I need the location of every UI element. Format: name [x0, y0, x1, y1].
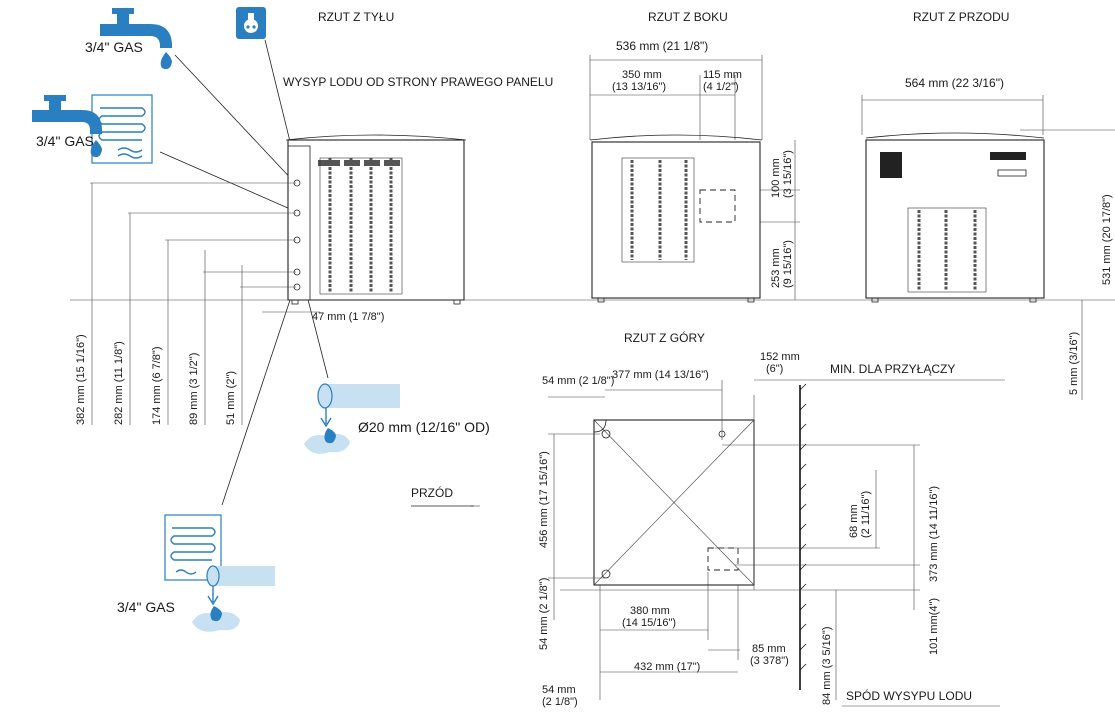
- water-inlet-label: 3/4" GAS: [85, 39, 143, 55]
- dim-top-68: 68 mm: [848, 504, 860, 538]
- dim-side-100: 100 mm: [770, 158, 782, 198]
- dim-side-536: 536 mm (21 1/8"): [616, 39, 708, 53]
- dim-side-100-in: (3 15/16"): [782, 150, 794, 198]
- dim-side-115: 115 mm: [703, 69, 742, 81]
- dim-side-115-in: (4 1/2"): [703, 81, 739, 93]
- min-conn-note: MIN. DLA PRZYŁĄCZY: [830, 362, 955, 376]
- side-view-dims: [589, 55, 800, 300]
- dim-top-377: 377 mm (14 13/16"): [612, 369, 709, 381]
- leader-lines: [159, 39, 329, 506]
- dim-side-350-in: (13 13/16"): [612, 81, 666, 93]
- dim-top-85-in: (3 378"): [750, 655, 789, 667]
- back-view: [285, 134, 467, 305]
- dim-side-253: 253 mm: [770, 248, 782, 288]
- dim-top-54-left: 54 mm (2 1/8"): [538, 578, 550, 650]
- front-direction-label: PRZÓD: [411, 485, 453, 500]
- dim-back-174: 174 mm (6 7/8"): [151, 347, 163, 426]
- top-view: [593, 383, 807, 690]
- dim-top-380-in: (14 15/16"): [622, 617, 676, 629]
- side-view-title: RZUT Z BOKU: [648, 10, 728, 24]
- front-view-title: RZUT Z PRZODU: [913, 10, 1009, 24]
- back-view-title: RZUT Z TYŁU: [318, 10, 394, 24]
- dim-top-101: 101 mm(4"): [928, 598, 940, 655]
- condenser-drain-label: 3/4" GAS: [117, 599, 175, 615]
- dim-top-432: 432 mm (17"): [634, 661, 700, 673]
- front-view: [865, 132, 1045, 303]
- dim-top-54-bot: 54 mm: [542, 684, 576, 696]
- dim-side-253-in: (9 15/16"): [782, 240, 794, 288]
- dim-top-54-bot-in: (2 1/8"): [542, 696, 578, 708]
- dim-top-152-in: (6"): [766, 363, 783, 375]
- side-view: [589, 134, 763, 303]
- dim-side-350: 350 mm: [622, 69, 662, 81]
- condenser-water-icon: [32, 94, 153, 164]
- ice-drop-note: WYSYP LODU OD STRONY PRAWEGO PANELU: [283, 75, 553, 89]
- dim-top-373: 373 mm (14 11/16"): [928, 486, 940, 582]
- dim-back-382: 382 mm (15 1/16"): [75, 334, 87, 425]
- electric-plug-icon: [236, 7, 266, 39]
- dim-back-282: 282 mm (11 1/8"): [113, 341, 125, 425]
- dim-front-564: 564 mm (22 3/16"): [905, 76, 1004, 90]
- dim-front-531: 531 mm (20 17/8"): [1101, 194, 1113, 285]
- dim-back-89: 89 mm (3 1/2"): [188, 353, 200, 425]
- condenser-water-label: 3/4" GAS: [36, 133, 94, 149]
- top-view-dims: [470, 379, 1005, 707]
- drain-pipe-icon: [304, 383, 400, 454]
- dim-front-5: 5 mm (3/16"): [1068, 332, 1080, 395]
- dim-top-68-in: (2 11/16"): [860, 491, 872, 538]
- back-height-dims: [90, 182, 296, 425]
- condenser-drain-icon: [164, 514, 275, 632]
- dim-top-84: 84 mm (3 5/16"): [821, 627, 833, 706]
- ice-bottom-note: SPÓD WYSYPU LODU: [846, 688, 972, 703]
- dim-top-380: 380 mm: [630, 605, 670, 617]
- top-view-title: RZUT Z GÓRY: [624, 330, 705, 345]
- dim-top-85: 85 mm: [752, 643, 786, 655]
- dim-back-51: 51 mm (2"): [225, 371, 237, 425]
- dim-back-47: 47 mm (1 7/8"): [312, 311, 384, 323]
- dim-top-456: 456 mm (17 15/16"): [538, 451, 550, 548]
- dim-top-152: 152 mm: [760, 351, 800, 363]
- drain-label: Ø20 mm (12/16" OD): [358, 419, 490, 435]
- dim-top-54-top: 54 mm (2 1/8"): [542, 375, 614, 387]
- front-view-dims: [861, 95, 1115, 400]
- water-tap-icon: [100, 8, 172, 70]
